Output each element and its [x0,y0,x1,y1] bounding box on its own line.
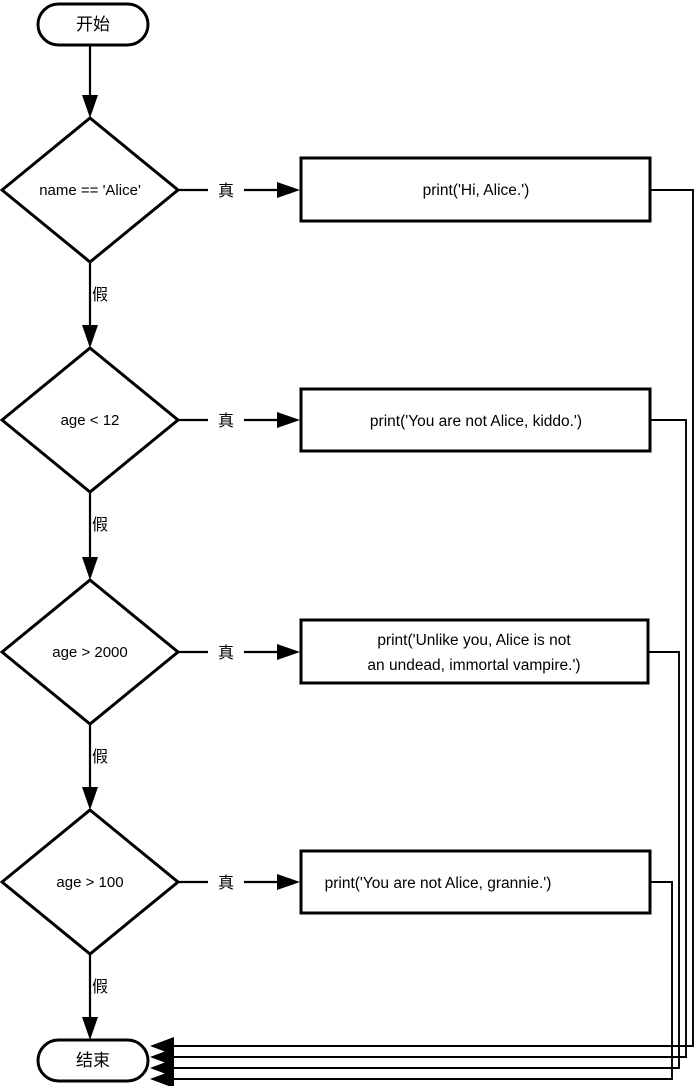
arrow-right-icon [277,412,300,428]
decision-node-3[interactable]: age > 2000 [0,578,181,726]
start-node-shape [36,2,150,47]
decision-node-4[interactable]: age > 100 [0,808,181,956]
process-node-3[interactable]: print('Unlike you, Alice is not an undea… [299,618,650,685]
process-node-1[interactable]: print('Hi, Alice.') [299,156,652,223]
edge-label-true-4: 真 [218,874,234,892]
edge-label-false-4: 假 [92,978,108,996]
decision-node-1-label: name == 'Alice' [39,182,141,199]
edge-decision-4-false: 假 [82,954,108,1040]
edge-decision-1-false: 假 [82,262,108,348]
arrow-right-icon [277,874,300,890]
edge-decision-4-true: 真 [178,874,300,892]
decision-node-3-label: age > 2000 [52,644,128,661]
process-node-1-shape [299,156,652,223]
arrow-down-icon [82,1017,98,1040]
arrow-down-icon [82,325,98,348]
return-edge-process-4 [150,881,673,1086]
process-node-4[interactable]: print('You are not Alice, grannie.') [299,849,652,915]
edge-label-false-3: 假 [92,748,108,766]
edge-label-true-3: 真 [218,644,234,662]
decision-node-2[interactable]: age < 12 [0,346,181,494]
process-node-1-label: print('Hi, Alice.') [423,182,530,199]
decision-node-4-label: age > 100 [56,874,123,891]
arrow-down-icon [82,787,98,810]
edge-start-to-decision-1 [82,45,98,118]
arrow-right-icon [277,644,300,660]
start-node[interactable]: 开始 [36,2,150,47]
arrow-down-icon [82,557,98,580]
edge-decision-3-false: 假 [82,724,108,810]
process-node-2[interactable]: print('You are not Alice, kiddo.') [299,387,652,453]
edge-label-false-2: 假 [92,516,108,534]
arrow-left-icon [150,1070,174,1086]
arrow-right-icon [277,182,300,198]
decision-node-2-label: age < 12 [61,412,120,429]
edge-decision-3-true: 真 [178,644,300,662]
edge-label-false-1: 假 [92,286,108,304]
start-node-label: 开始 [76,15,110,34]
process-node-2-label: print('You are not Alice, kiddo.') [370,413,582,430]
end-node[interactable]: 结束 [36,1038,150,1083]
end-node-label: 结束 [76,1051,110,1070]
edge-decision-1-true: 真 [178,182,300,200]
process-node-4-label: print('You are not Alice, grannie.') [325,875,552,892]
process-node-2-shape [299,387,652,453]
arrow-down-icon [82,95,98,118]
process-node-3-label-line-2: an undead, immortal vampire.') [367,657,580,674]
end-node-shape [36,1038,150,1083]
decision-node-1[interactable]: name == 'Alice' [0,116,181,264]
edge-label-true-2: 真 [218,412,234,430]
process-node-3-label-line-1: print('Unlike you, Alice is not [377,632,571,649]
return-edge-process-2 [150,419,687,1066]
edge-label-true-1: 真 [218,182,234,200]
edge-decision-2-false: 假 [82,492,108,580]
edge-decision-2-true: 真 [178,412,300,430]
